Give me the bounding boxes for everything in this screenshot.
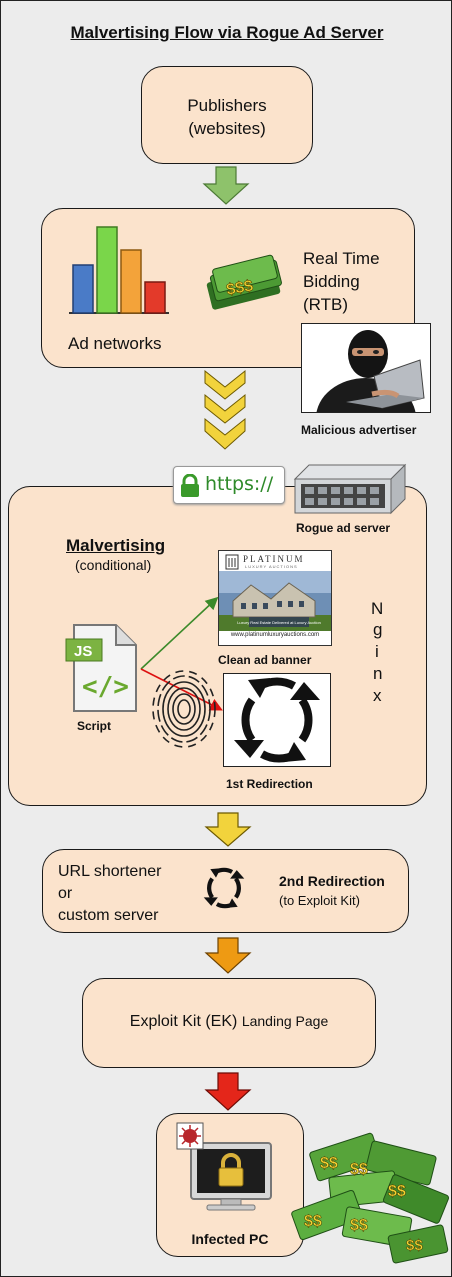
exploit-kit-text-small: Landing Page bbox=[241, 1013, 329, 1029]
hacker-icon bbox=[316, 330, 425, 458]
nginx-letter-n2: n bbox=[373, 664, 383, 683]
arrow-down-yellow-icon bbox=[204, 812, 252, 847]
rtb-label-1: Real Time bbox=[303, 249, 380, 268]
arrow-down-orange-icon bbox=[204, 937, 252, 974]
banner-brand-sub: LUXURY AUCTIONS bbox=[245, 564, 298, 569]
mansion-photo: Luxury Real Estate Delivered at Luxury A… bbox=[219, 571, 331, 631]
banner-tagline: Luxury Real Estate Delivered at Luxury A… bbox=[237, 620, 321, 625]
money-label-5: $$ bbox=[350, 1217, 368, 1234]
arrow-down-green-icon bbox=[202, 166, 250, 205]
exploit-kit-text: Exploit Kit (EK) bbox=[129, 1013, 238, 1030]
exploit-kit-label: Exploit Kit (EK) Landing Page bbox=[82, 1013, 376, 1031]
second-redirection-sublabel: (to Exploit Kit) bbox=[279, 893, 360, 908]
exploit-kit-box bbox=[82, 978, 376, 1068]
infected-computer-icon bbox=[176, 1122, 272, 1211]
clean-ad-banner: PLATINUM LUXURY AUCTIONS Luxury Real Est… bbox=[218, 550, 332, 646]
svg-text:$$$: $$$ bbox=[225, 278, 254, 299]
diagram-title: Malvertising Flow via Rogue Ad Server bbox=[70, 23, 384, 42]
malvertising-subheading: (conditional) bbox=[75, 557, 152, 573]
money-label-2: $$ bbox=[350, 1161, 368, 1178]
nginx-letter-n: N bbox=[371, 599, 384, 618]
money-label-6: $$ bbox=[406, 1237, 423, 1254]
infected-pc-label: Infected PC bbox=[191, 1231, 269, 1247]
redirect-cycle-small-icon bbox=[203, 867, 245, 909]
publishers-label: Publishers bbox=[187, 96, 267, 115]
banner-brand: PLATINUM bbox=[243, 554, 305, 564]
publishers-sublabel: (websites) bbox=[188, 119, 266, 138]
malvertising-heading: Malvertising bbox=[66, 536, 166, 555]
second-redirection-label: 2nd Redirection bbox=[279, 873, 385, 889]
rtb-label-2: Bidding bbox=[303, 272, 360, 291]
rogue-ad-server-label: Rogue ad server bbox=[296, 521, 391, 535]
malicious-advertiser-photo bbox=[301, 323, 431, 458]
first-redirection-label: 1st Redirection bbox=[226, 777, 313, 791]
malicious-advertiser-label: Malicious advertiser bbox=[301, 423, 417, 437]
lock-icon bbox=[181, 474, 199, 497]
first-redirection-box bbox=[223, 673, 331, 767]
ad-networks-label: Ad networks bbox=[68, 334, 162, 353]
rtb-label-3: (RTB) bbox=[303, 295, 349, 314]
money-stack-icon: $$$ bbox=[206, 254, 282, 310]
banner-logo-icon bbox=[225, 554, 239, 570]
script-file-icon: JS </> bbox=[65, 624, 137, 712]
money-label-3: $$ bbox=[388, 1183, 406, 1200]
server-icon bbox=[293, 463, 407, 515]
script-badge-text: JS bbox=[74, 643, 92, 660]
money-label-4: $$ bbox=[304, 1213, 322, 1230]
banner-url: www.platinumluxuryauctions.com bbox=[230, 632, 320, 638]
clean-ad-banner-label: Clean ad banner bbox=[218, 653, 312, 667]
money-label-1: $$ bbox=[320, 1155, 338, 1172]
url-shortener-box bbox=[42, 849, 409, 933]
chevron-down-icon bbox=[204, 369, 246, 450]
fingerprint-icon bbox=[152, 670, 216, 748]
money-pile-icon: $$ $$ $$ $$ $$ $$ bbox=[291, 1132, 450, 1264]
url-shortener-label-2: or bbox=[58, 885, 73, 902]
url-shortener-label-3: custom server bbox=[58, 907, 159, 924]
https-badge: https:// bbox=[173, 466, 285, 504]
https-text: https:// bbox=[205, 473, 274, 495]
bar-chart-icon bbox=[69, 226, 169, 314]
publishers-box bbox=[141, 66, 313, 164]
redirect-cycle-icon bbox=[234, 677, 320, 763]
nginx-letter-x: x bbox=[373, 686, 382, 705]
nginx-letter-g: g bbox=[373, 620, 383, 639]
svg-text:</>: </> bbox=[82, 672, 129, 702]
script-label: Script bbox=[77, 719, 112, 733]
url-shortener-label-1: URL shortener bbox=[58, 863, 162, 880]
nginx-letter-i: i bbox=[375, 642, 379, 661]
arrow-down-red-icon bbox=[204, 1072, 252, 1111]
